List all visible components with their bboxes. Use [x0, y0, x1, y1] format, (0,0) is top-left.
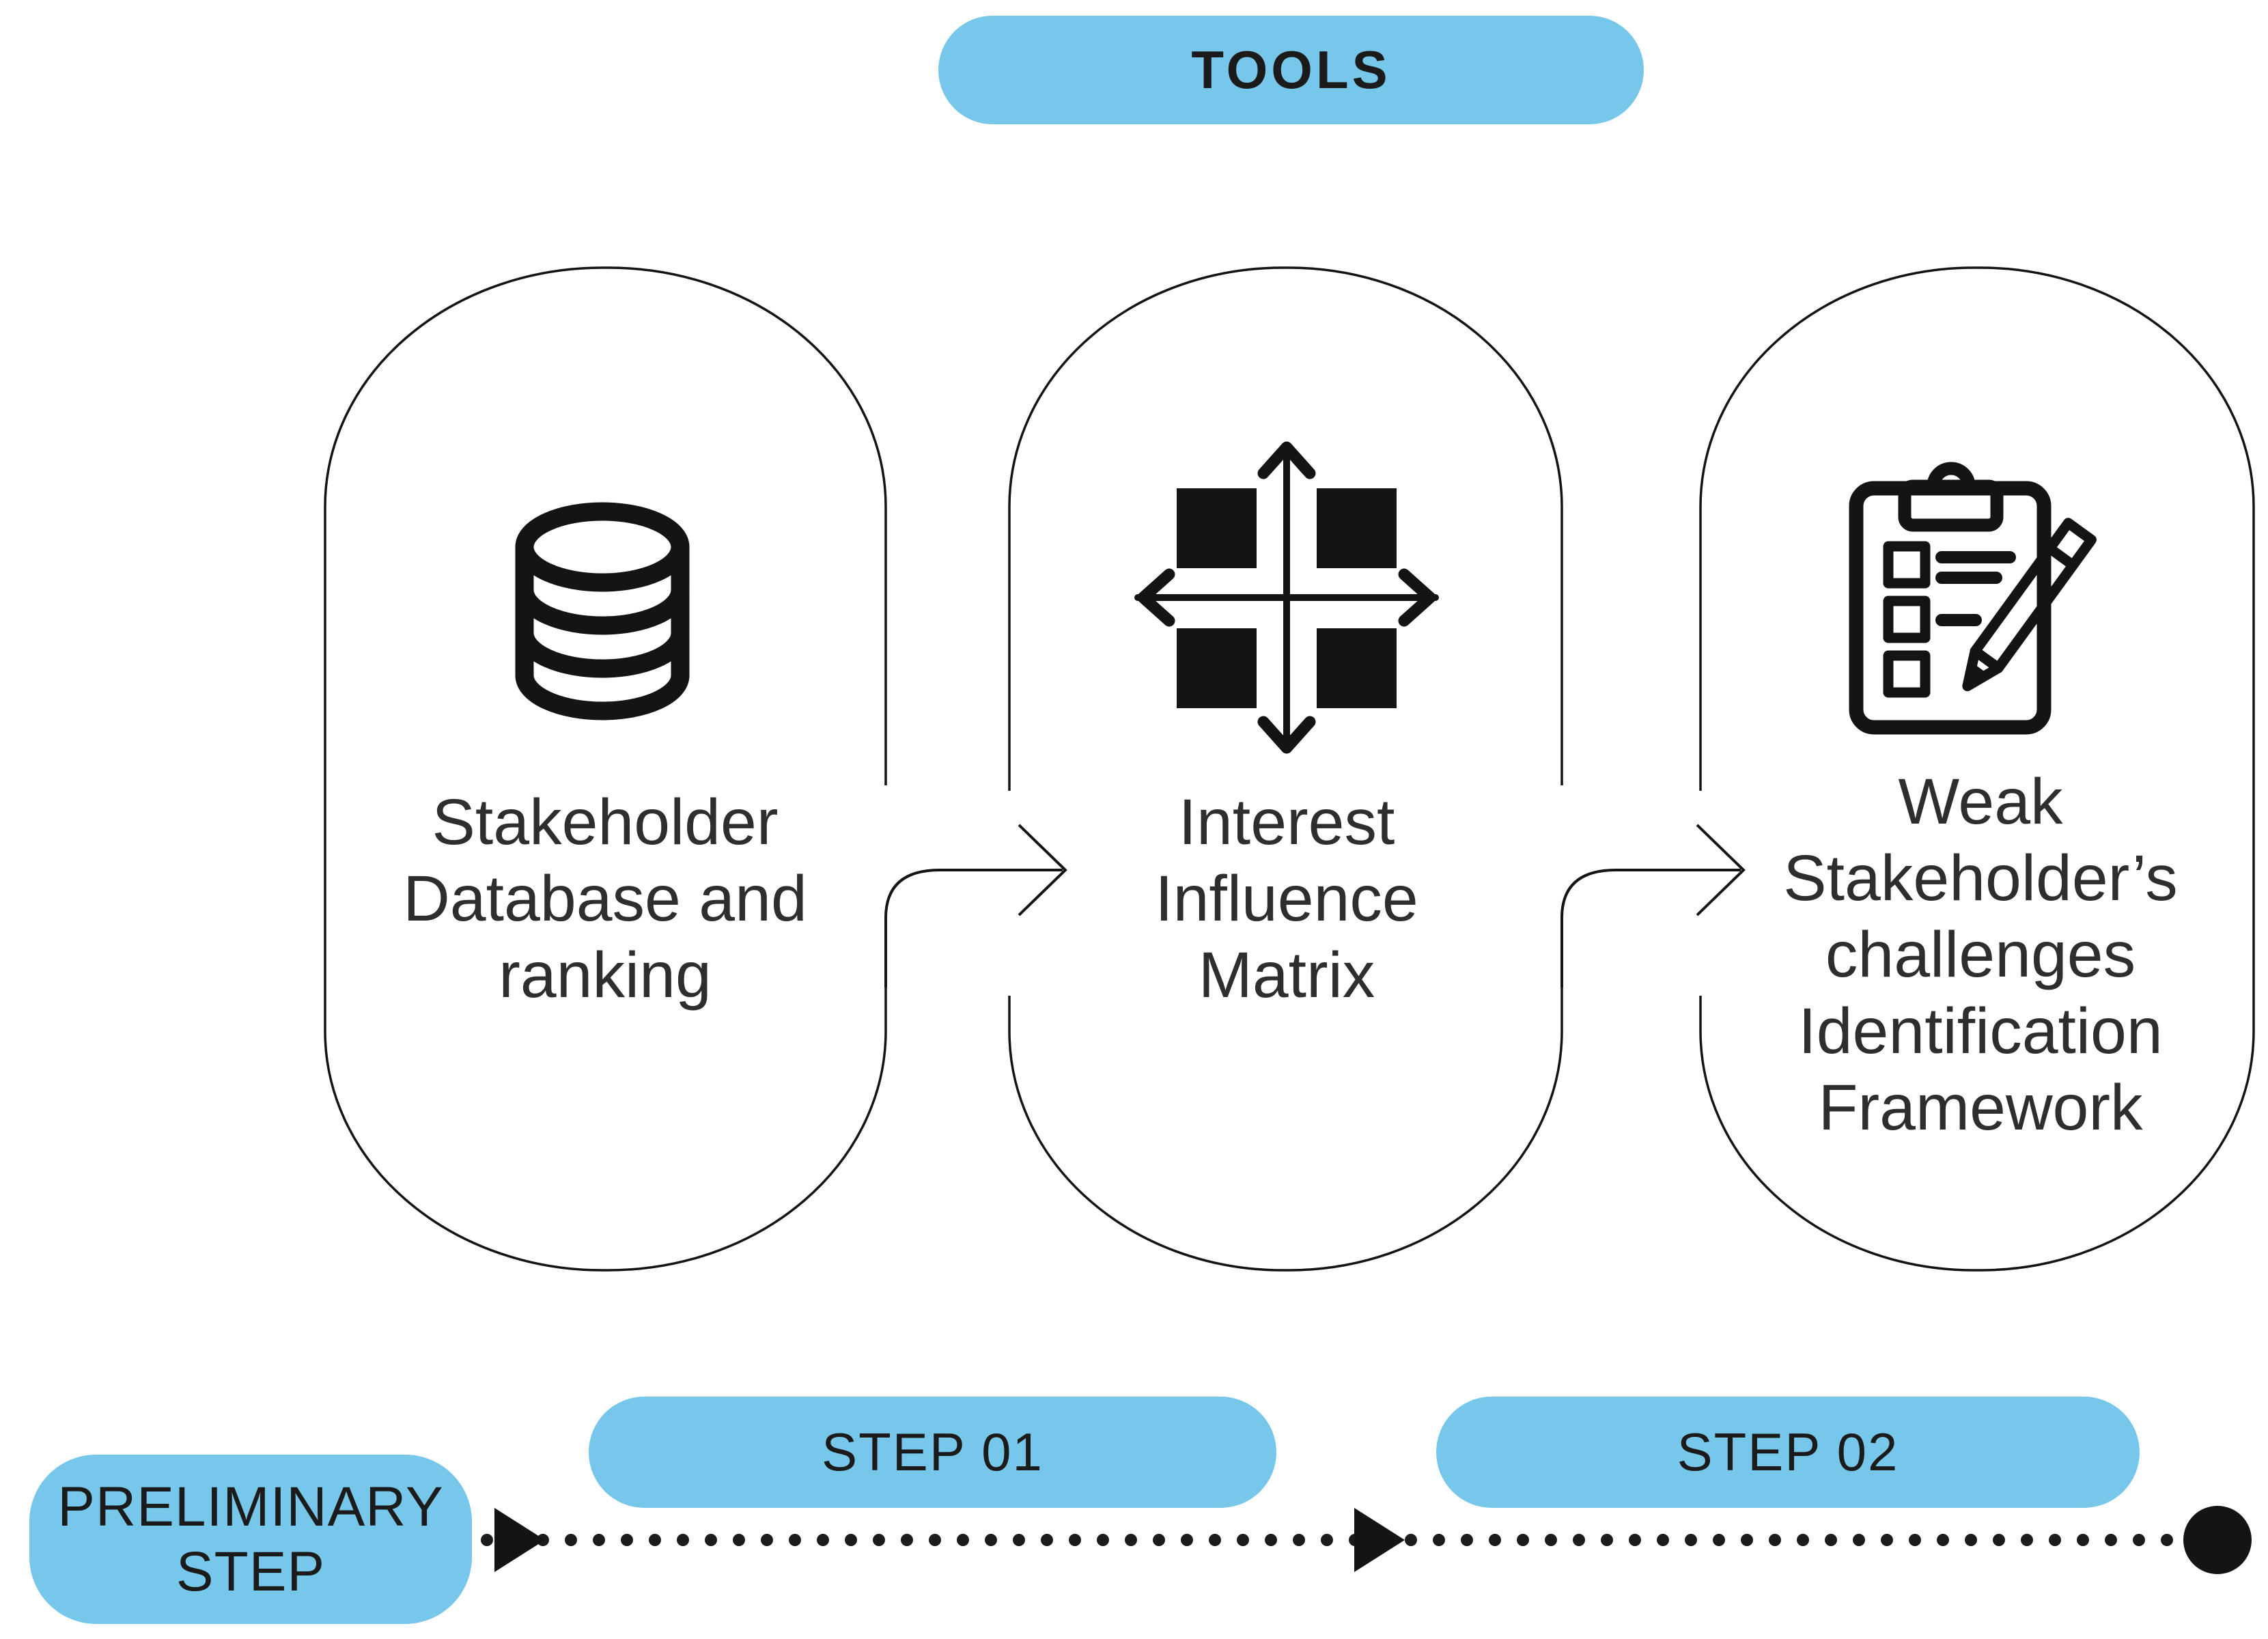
flow-arrow-2 — [1560, 824, 1746, 987]
border-gap — [880, 785, 892, 987]
interest-influence-matrix-icon — [1128, 434, 1445, 761]
timeline-arrowhead-2 — [1354, 1508, 1405, 1572]
flow-arrow-1 — [884, 824, 1067, 987]
border-gap — [1556, 785, 1568, 987]
capsule-label-line: Stakeholder’s — [1783, 842, 2178, 914]
capsule-label-line: Interest — [1178, 786, 1395, 858]
capsule-label-weak-stakeholder-framework: Weak Stakeholder’s challenges Identifica… — [1673, 764, 2268, 1146]
capsule-label-line: Influence — [1155, 863, 1418, 935]
timeline-end-dot — [2183, 1506, 2252, 1574]
border-gap — [1694, 791, 1707, 996]
step-02-label: STEP 02 — [1677, 1422, 1899, 1482]
step-01-badge: STEP 01 — [589, 1397, 1276, 1508]
capsule-label-line: ranking — [499, 939, 712, 1011]
step-02-badge: STEP 02 — [1436, 1397, 2140, 1508]
step-01-label: STEP 01 — [822, 1422, 1044, 1482]
capsule-weak-stakeholder-framework — [1699, 266, 2255, 1272]
capsule-label-interest-influence-matrix: Interest Influence Matrix — [979, 784, 1594, 1013]
database-icon — [515, 502, 690, 720]
border-gap — [1003, 791, 1016, 996]
timeline-arrowhead-1 — [494, 1508, 545, 1572]
capsule-interest-influence-matrix — [1008, 266, 1563, 1272]
capsule-stakeholder-database — [324, 266, 887, 1272]
capsule-label-line: Stakeholder — [432, 786, 779, 858]
tools-badge: TOOLS — [938, 16, 1644, 124]
capsule-label-line: Framework — [1818, 1071, 2143, 1144]
tools-badge-label: TOOLS — [1191, 40, 1391, 100]
capsule-label-line: Matrix — [1198, 939, 1375, 1011]
checklist-pencil-icon — [1844, 456, 2131, 743]
preliminary-step-line: STEP — [176, 1541, 326, 1603]
capsule-label-line: challenges — [1825, 919, 2136, 991]
preliminary-step-line: PRELIMINARY — [57, 1476, 444, 1538]
capsule-label-line: Identification — [1798, 995, 2163, 1067]
capsule-label-line: Weak — [1898, 766, 2063, 838]
preliminary-step-badge: PRELIMINARY STEP — [29, 1455, 472, 1624]
capsule-label-line: Database and — [403, 863, 807, 935]
capsule-label-stakeholder-database: Stakeholder Database and ranking — [298, 784, 912, 1013]
